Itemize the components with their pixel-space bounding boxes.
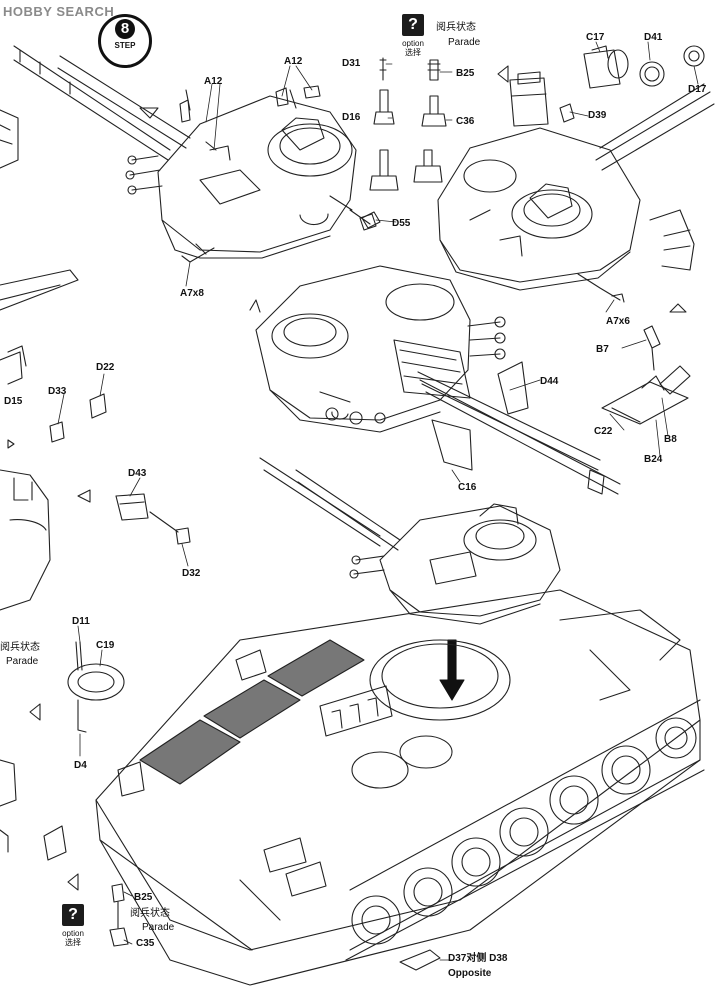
- part-label-d17: D17: [688, 84, 707, 95]
- part-label-d55: D55: [392, 218, 411, 229]
- option-en: option: [402, 39, 424, 48]
- parade-label-cn-left: 阅兵状态: [0, 642, 40, 653]
- part-label-d32: D32: [182, 568, 201, 579]
- part-label-a12-right: A12: [284, 56, 303, 67]
- step-label: STEP: [114, 41, 136, 50]
- part-label-d11: D11: [72, 616, 90, 627]
- turret-upper-right: [437, 45, 715, 303]
- parade-label-en-left: Parade: [6, 656, 39, 667]
- part-label-c17: C17: [586, 32, 605, 43]
- step-number: 8: [115, 19, 135, 39]
- part-label-d43: D43: [128, 468, 147, 479]
- parade-label-cn-top: 阅兵状态: [436, 22, 476, 33]
- part-label-b7: B7: [596, 344, 609, 355]
- option-cn-bottom: 选择: [65, 938, 81, 947]
- install-down-arrow: [439, 639, 465, 701]
- watermark-text: HOBBY SEARCH: [3, 4, 115, 19]
- part-label-c19: C19: [96, 640, 115, 651]
- part-label-b25-top: B25: [456, 68, 475, 79]
- part-label-d31: D31: [342, 58, 361, 69]
- parade-label-en-bottom: Parade: [142, 922, 175, 933]
- hull: [95, 589, 705, 986]
- turret-center: [249, 265, 621, 495]
- part-label-d33: D33: [48, 386, 67, 397]
- part-label-d22: D22: [96, 362, 115, 373]
- part-label-d4: D4: [74, 760, 87, 771]
- part-label-c16: C16: [458, 482, 477, 493]
- part-label-d37-d38: D37对侧 D38: [448, 953, 508, 964]
- part-label-a7x6: A7x6: [606, 316, 630, 327]
- turret-upper-left: [13, 45, 377, 263]
- direction-arrows: [7, 65, 687, 891]
- part-label-d15: D15: [4, 396, 23, 407]
- step-badge: 8 STEP: [98, 14, 152, 68]
- option-cn: 选择: [405, 48, 421, 57]
- bracket-assembly-right: [601, 325, 691, 425]
- parts-left: [7, 345, 191, 947]
- part-label-d16: D16: [342, 112, 361, 123]
- option-en-bottom: option: [62, 929, 84, 938]
- left-edge-fragments: [0, 109, 79, 861]
- part-label-a7x8: A7x8: [180, 288, 204, 299]
- opposite-label: Opposite: [448, 968, 492, 979]
- part-label-c35: C35: [136, 938, 155, 949]
- option-caption-top: option 选择: [396, 39, 430, 57]
- option-question-icon: ?: [402, 14, 424, 36]
- part-label-a12-left: A12: [204, 76, 223, 87]
- parts-column-center: [361, 57, 447, 229]
- part-label-b8: B8: [664, 434, 677, 445]
- part-label-b24: B24: [644, 454, 663, 465]
- parade-label-en-top: Parade: [448, 37, 481, 48]
- option-question-icon-bottom: ?: [62, 904, 84, 926]
- leader-lines: [57, 41, 699, 961]
- part-label-c36: C36: [456, 116, 475, 127]
- part-label-d39: D39: [588, 110, 607, 121]
- parade-label-cn-bottom: 阅兵状态: [130, 908, 170, 919]
- part-label-d44: D44: [540, 376, 559, 387]
- part-label-b25-bottom: B25: [134, 892, 153, 903]
- turret-lower: [259, 457, 561, 625]
- part-label-d41: D41: [644, 32, 663, 43]
- option-caption-bottom: option 选择: [56, 929, 90, 947]
- part-d37-d38: [399, 949, 441, 971]
- part-label-c22: C22: [594, 426, 613, 437]
- watermark: HOBBY SEARCH: [3, 4, 114, 19]
